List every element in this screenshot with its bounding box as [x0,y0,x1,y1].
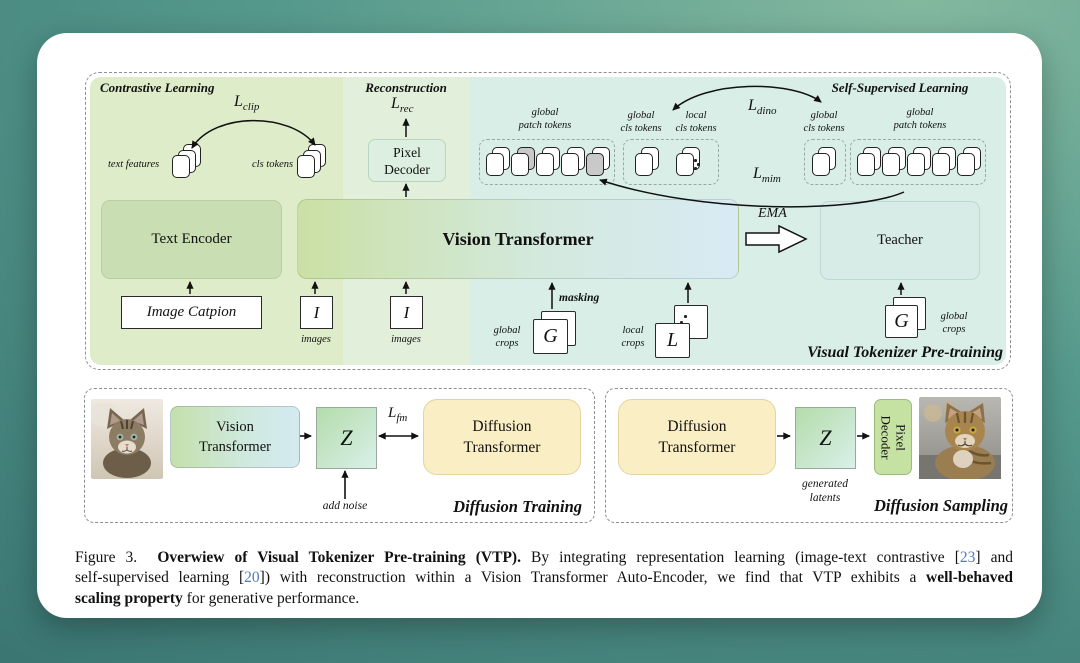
caption-text: well-behaved [926,569,1014,587]
token-stack [536,147,560,176]
images-box-1: I [300,296,333,329]
caption-text: for generative performance. [182,589,360,607]
contrastive-title-text: Contrastive Learning [100,80,215,95]
caption-text: ] and [975,549,1013,566]
loss-fm: Lfm [388,405,408,424]
cls-tokens-label: cls tokens [252,159,294,170]
text-features-token-stack [172,144,201,178]
add-noise-label: add noise [322,500,368,512]
token-stack-local [676,147,700,176]
loss-dino: Ldino [748,97,777,118]
token-stack-masked-back [511,147,535,176]
vtp-panel-title: Visual Tokenizer Pre-training [807,344,1003,361]
pixel-decoder-box-sampling: Pixel Decoder [874,399,912,475]
diffusion-training-panel [84,388,595,523]
token-stack [882,147,906,176]
reconstruction-title: Reconstruction [345,80,467,96]
masking-label: masking [559,292,600,304]
caption-text: Overwiew of Visual Tokenizer Pre-trainin… [157,549,521,566]
reconstruction-title-text: Reconstruction [365,80,447,95]
citation-link[interactable]: 20 [244,569,260,587]
loss-clip: Lclip [234,93,260,114]
latent-z-box-sampling: Z [795,407,856,469]
latent-z-box-training: Z [316,407,377,469]
text-features-label: text features [108,159,160,170]
token-stack [486,147,510,176]
text-encoder-box: Text Encoder [101,200,282,279]
diffusion-training-title: Diffusion Training [453,497,582,516]
student-cls-tokens-group [623,139,719,185]
cat-photo [919,397,1001,479]
token-stack [932,147,956,176]
loss-rec: Lrec [391,95,414,116]
caption-text: By integrating representation learning (… [520,549,960,566]
token-stack-masked-front [586,147,610,176]
images-label-2: images [391,334,421,345]
teacher-crop-card: G [885,305,918,338]
token-stack [907,147,931,176]
images-box-2: I [390,296,423,329]
global-crop-card: G [533,319,568,354]
figure-caption: Figure 3. Overwiew of Visual Tokenizer P… [75,548,1013,609]
teacher-box: Teacher [820,201,980,280]
ema-label: EMA [758,206,787,221]
student-patch-tokens-group [479,139,615,185]
teacher-cls-tokens-group [804,139,846,185]
diffusion-sampling-title: Diffusion Sampling [873,496,1008,515]
caption-text: self-supervised learning [ [75,569,245,587]
token-stack [812,147,836,176]
teacher-patch-tokens-group [850,139,986,185]
ssl-title-text: Self-Supervised Learning [831,80,969,95]
diffusion-sampling-panel [605,388,1013,523]
local-crop-card: L [655,323,690,358]
citation-link[interactable]: 23 [959,549,976,566]
caption-text: ]) with reconstruction within a Vision T… [259,569,927,587]
token-stack [635,147,659,176]
caption-text: Figure 3. [75,549,158,566]
token-stack [857,147,881,176]
caption-text: scaling property [75,589,183,607]
kitten-photo [91,399,163,479]
contrastive-title: Contrastive Learning [100,80,215,96]
loss-mim: Lmim [753,165,781,186]
token-stack [957,147,981,176]
cls-tokens-stack [297,144,326,178]
vision-transformer-box: Vision Transformer [297,199,739,279]
token-stack [561,147,585,176]
image-caption-box: Image Catpion [121,296,262,329]
ssl-title: Self-Supervised Learning [800,80,1000,96]
images-label-1: images [301,334,331,345]
